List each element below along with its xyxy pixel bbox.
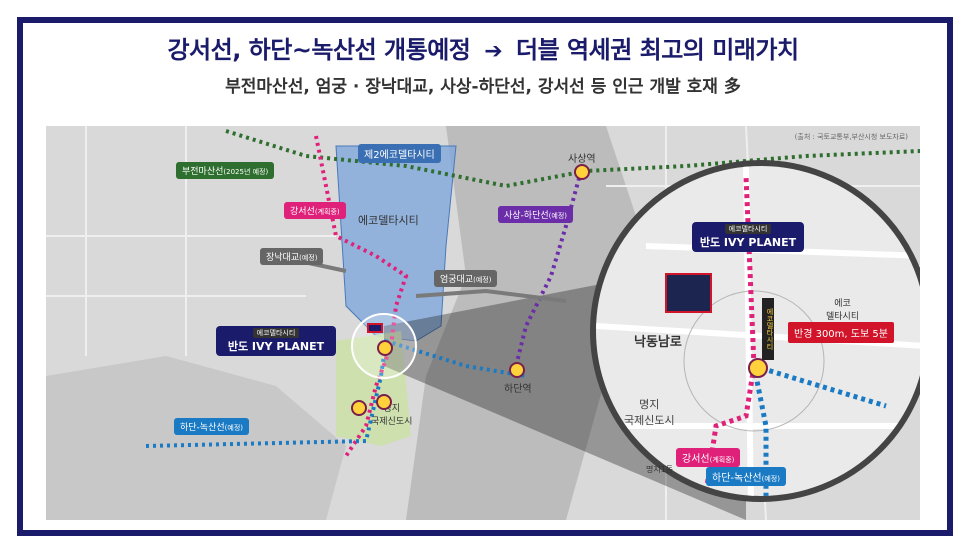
complex-marker xyxy=(367,323,383,333)
walk-radius xyxy=(683,290,825,432)
line-hadan-noksan xyxy=(145,338,527,448)
line-gangseo xyxy=(314,135,409,458)
map-canvas xyxy=(46,126,920,520)
station-hadan-marker xyxy=(509,362,525,378)
headline-left: 강서선, 하단~녹산선 개통예정 xyxy=(167,36,471,64)
subheadline: 부전마산선, 엄궁 · 장낙대교, 사상-하단선, 강서선 등 인근 개발 호재… xyxy=(225,77,741,97)
zoom-line-hadan-east xyxy=(753,363,887,409)
headline-right: 더블 역세권 최고의 미래가치 xyxy=(516,36,799,64)
complex-badge: 에코델타시티 반도 IVY PLANET xyxy=(216,326,336,356)
zoom-vertical-sign: 에코델타시티 xyxy=(762,298,774,360)
tag-jangnak: 장낙대교(예정) xyxy=(260,248,324,265)
complex-badge-tag: 에코델타시티 xyxy=(252,328,300,338)
complex-badge-name: 반도 IVY PLANET xyxy=(227,340,325,353)
label-myeongji-zoom: 명지 국제신도시 xyxy=(624,398,675,427)
zoom-line-gangseo xyxy=(698,365,757,496)
station-myeongji1-label: 명지1동 xyxy=(646,465,674,474)
line-bujeon-masan xyxy=(225,129,920,189)
label-eco: 에코델타시티 xyxy=(358,214,419,227)
station-complex-marker xyxy=(377,340,393,356)
station-sasang-label: 사상역 xyxy=(568,154,596,165)
zoom-content xyxy=(596,166,920,496)
station-hadan-label: 하단역 xyxy=(504,384,532,395)
arrow-icon: ➔ xyxy=(484,39,503,64)
radius-badge: 반경 300m, 도보 5분 xyxy=(788,322,894,343)
zoom-badge-name: 반도 IVY PLANET xyxy=(699,236,797,249)
zoom-tag-hadan: 하단-녹산선(예정) xyxy=(706,467,786,486)
tag-eomgung: 엄궁대교(예정) xyxy=(434,270,498,287)
label-eco2: 제2에코델타시티 xyxy=(358,144,441,163)
station-sasang-marker xyxy=(574,164,590,180)
station-myeongji2-marker xyxy=(376,394,392,410)
map-area: (출처 : 국토교통부,부산시청 보도자료) 제2에코델타시티 에코델타시티 명… xyxy=(46,126,920,520)
zoom-tag-gangseo: 강서선(계획중) xyxy=(676,448,741,467)
tag-bujeon: 부전마산선(2025년 예정) xyxy=(176,162,275,179)
station-myeongji-marker xyxy=(351,400,367,416)
source-note: (출처 : 국토교통부,부산시청 보도자료) xyxy=(794,133,908,141)
coast-area xyxy=(46,356,346,520)
tag-gangseo: 강서선(계획중) xyxy=(284,202,346,219)
label-myeongji: 명지 국제신도시 xyxy=(371,404,413,427)
zoom-badge-tag: 에코델타시티 xyxy=(724,224,772,234)
label-eco-right: 에코 델타시티 xyxy=(826,299,860,322)
label-road: 낙동남로 xyxy=(634,335,682,350)
zoom-badge: 에코델타시티 반도 IVY PLANET xyxy=(692,222,804,252)
tag-hadan: 하단-녹산선(예정) xyxy=(174,418,249,435)
tag-sasang: 사상-하단선(예정) xyxy=(498,206,573,223)
zoom-complex-block xyxy=(665,273,712,313)
headline: 강서선, 하단~녹산선 개통예정 ➔ 더블 역세권 최고의 미래가치 xyxy=(0,30,966,65)
bridge-eomgung xyxy=(415,288,567,303)
zoom-station-marker xyxy=(748,358,768,378)
